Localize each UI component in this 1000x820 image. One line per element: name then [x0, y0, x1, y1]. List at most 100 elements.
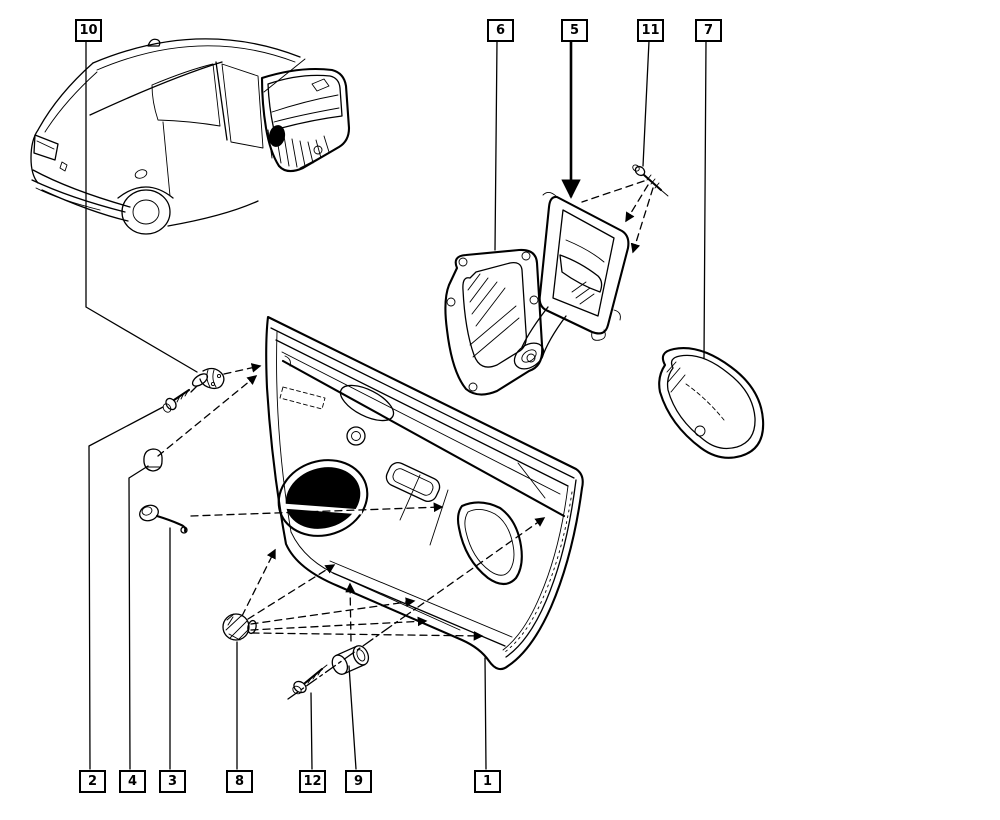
callout-6: 6 [487, 19, 514, 42]
map-pocket-top [332, 572, 506, 647]
leader-6 [494, 40, 498, 251]
screw2-head [165, 397, 177, 411]
cap-4 [143, 448, 163, 472]
grommet-sides [335, 645, 366, 675]
screw11-tip [660, 189, 669, 197]
ball-stem [247, 619, 257, 635]
bumper-mid [31, 179, 126, 213]
screw11-cap [632, 164, 640, 172]
roof-line [92, 38, 301, 64]
gasket-opening [462, 262, 527, 368]
beltline [89, 61, 223, 116]
rib-1 [399, 474, 421, 521]
screw-2 [162, 388, 191, 413]
callout-5: 5 [561, 19, 588, 42]
foot-tab-1 [591, 329, 606, 341]
leader-7 [703, 40, 707, 359]
door-outline [260, 67, 351, 173]
ball-hatching [225, 613, 249, 641]
rib-2 [429, 489, 449, 546]
taillight [33, 134, 59, 161]
assembly-arrows [157, 180, 654, 700]
armrest-recess [456, 501, 523, 586]
screw12-shaft [303, 667, 324, 685]
screw12-tip [321, 664, 328, 670]
handle-grip [559, 254, 603, 293]
boss-link-1 [521, 306, 549, 348]
mirror [311, 78, 330, 92]
armrest-recess-inner [464, 509, 515, 576]
speaker-ring [277, 459, 369, 537]
arrow-clip8-a [247, 564, 336, 620]
bezel-hole [694, 425, 706, 437]
door-aperture [221, 63, 264, 149]
map-pocket-line [329, 560, 513, 638]
grip-edge [565, 239, 605, 263]
handle-bezel [658, 347, 765, 459]
clip-head [199, 367, 225, 390]
insert-seam [281, 359, 566, 518]
callout-2: 2 [79, 770, 106, 793]
antenna [147, 38, 161, 47]
screw2-shaft [172, 388, 191, 402]
handle-housing [513, 192, 630, 370]
top-tab [542, 192, 558, 198]
arrow-clip8-d [250, 616, 428, 631]
door-handle-dot [313, 145, 323, 155]
grommet-9 [331, 645, 370, 675]
bezel-inner [666, 354, 756, 450]
arrow-axis-to-edge [417, 517, 546, 608]
rear-wheel [121, 189, 171, 235]
pin-shank [155, 514, 187, 533]
door-seam [162, 121, 171, 197]
screw-11 [632, 164, 669, 197]
handle-cup-outer [346, 426, 366, 446]
pin-head [139, 504, 159, 522]
rear-wheel-hub [132, 199, 160, 225]
tab-1 [458, 257, 468, 267]
screw12-threads [307, 669, 322, 684]
pin-head-inner [141, 506, 153, 516]
callout-11: 11 [637, 19, 664, 42]
handle-cup-inner [351, 431, 361, 441]
housing-outline [538, 195, 630, 335]
speaker-opening [285, 467, 361, 529]
door-trim-panel [265, 315, 584, 671]
right-band-1 [505, 479, 577, 658]
open-door [260, 67, 351, 173]
clip-dot-2 [210, 381, 216, 387]
leader-2 [88, 406, 164, 770]
foot-tab-2 [613, 309, 621, 321]
dashed-screw11-left [581, 180, 645, 203]
tab-3 [529, 295, 539, 305]
a-pillar [263, 58, 306, 93]
top-band-3 [281, 351, 561, 495]
ball-outline [222, 613, 250, 641]
screw11-threads [646, 174, 660, 189]
gasket-outline [444, 248, 544, 396]
gasket-shade-2 [472, 317, 520, 358]
bumper-top [32, 169, 131, 208]
door-speaker-dark [268, 125, 286, 147]
leader-lines [85, 39, 707, 770]
panel-outline [265, 315, 584, 671]
pin-foot [180, 526, 188, 534]
taillight-line [36, 140, 55, 150]
door-bar-2 [273, 107, 340, 123]
door-window-frame [267, 74, 343, 131]
screw-12 [292, 664, 328, 695]
screw2-cap [162, 403, 172, 413]
hidden-clip-outline [279, 386, 326, 410]
door-bar-1 [271, 94, 339, 113]
screw12-cap [292, 685, 302, 695]
axis-screw12-grommet9 [287, 606, 419, 700]
right-band-2 [502, 485, 569, 651]
bezel-hidden-line [685, 383, 725, 421]
gasket-hatching [467, 273, 506, 327]
tab-4 [526, 353, 536, 363]
clip-rib-2 [212, 369, 217, 388]
arrow-clip10-to-panel [223, 363, 262, 375]
callout-10: 10 [75, 19, 102, 42]
